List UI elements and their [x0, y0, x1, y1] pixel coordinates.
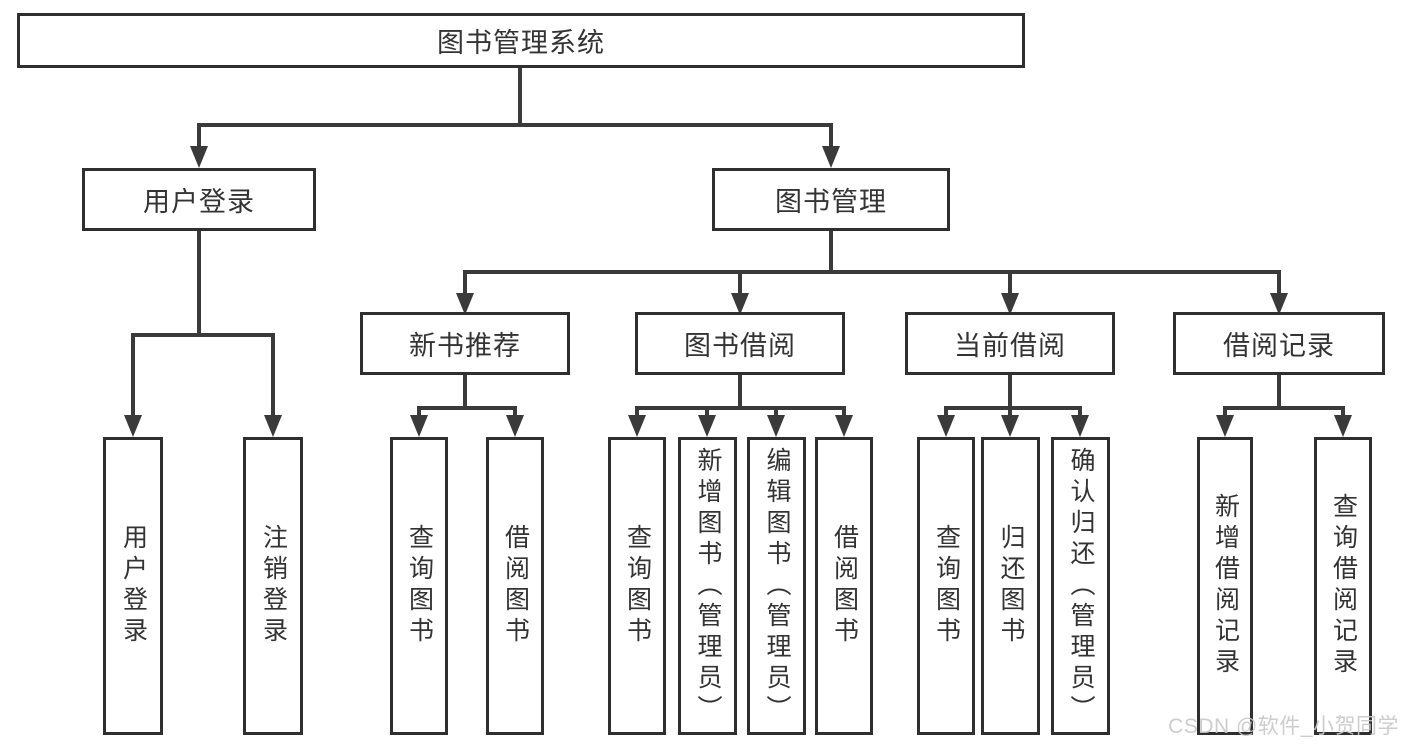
node-new-book-recommend: 新书推荐 — [360, 312, 570, 375]
connector-borrow-records-children — [1223, 375, 1345, 417]
node-root-system-label: 图书管理系统 — [437, 28, 605, 58]
arrowhead — [1071, 415, 1089, 437]
arrowhead — [767, 415, 785, 437]
leaf-add-book-admin: 新增图书（管理员） — [678, 437, 737, 735]
connector-user-login-children — [131, 231, 275, 417]
connector-current-borrowing-children — [944, 375, 1082, 417]
leaf-query-books-recommend-label: 查询图书 — [405, 524, 434, 648]
leaf-return-book-label: 归还图书 — [997, 524, 1025, 648]
node-book-borrowing-label: 图书借阅 — [684, 331, 796, 361]
leaf-query-borrow-record: 查询借阅记录 — [1314, 437, 1372, 735]
leaf-add-borrow-record-label: 新增借阅记录 — [1211, 493, 1240, 679]
arrowhead — [628, 415, 646, 437]
leaf-borrow-books-borrowing: 借阅图书 — [815, 437, 873, 735]
node-user-login-label: 用户登录 — [143, 187, 255, 217]
node-book-borrowing: 图书借阅 — [635, 312, 845, 375]
arrowhead — [937, 415, 955, 437]
node-book-management-label: 图书管理 — [775, 187, 887, 217]
connector-book-borrowing-children — [635, 375, 846, 417]
leaf-query-books-recommend: 查询图书 — [390, 437, 448, 735]
node-current-borrowing-label: 当前借阅 — [954, 331, 1066, 361]
leaf-return-book: 归还图书 — [981, 437, 1040, 735]
node-root-system: 图书管理系统 — [17, 13, 1025, 68]
arrowhead — [835, 415, 853, 437]
node-book-management: 图书管理 — [712, 168, 950, 231]
arrowhead — [264, 415, 282, 437]
leaf-edit-book-admin: 编辑图书（管理员） — [747, 437, 806, 735]
leaf-borrow-books-recommend-label: 借阅图书 — [501, 524, 530, 648]
arrowhead — [506, 415, 524, 437]
leaf-query-books-current-label: 查询图书 — [932, 524, 961, 648]
watermark: CSDN @软件_小贺同学 — [1168, 715, 1399, 738]
leaf-add-borrow-record: 新增借阅记录 — [1197, 437, 1253, 735]
connector-book-mgmt-children — [463, 231, 1281, 295]
connector-new-book-recommend-children — [417, 375, 517, 417]
connector-root-to-level2 — [197, 68, 833, 148]
leaf-confirm-return-admin: 确认归还（管理员） — [1051, 437, 1110, 735]
leaf-query-borrow-record-label: 查询借阅记录 — [1329, 493, 1358, 679]
leaf-logout-login: 注销登录 — [243, 437, 303, 735]
arrowhead — [1334, 415, 1352, 437]
node-borrow-records: 借阅记录 — [1173, 312, 1385, 375]
arrowhead — [410, 415, 428, 437]
leaf-borrow-books-borrowing-label: 借阅图书 — [830, 524, 859, 648]
leaf-user-login-label: 用户登录 — [119, 524, 148, 648]
leaf-user-login: 用户登录 — [103, 437, 163, 735]
leaf-confirm-return-admin-label: 确认归还（管理员） — [1067, 446, 1095, 726]
arrowhead — [1001, 415, 1019, 437]
leaf-query-books-borrowing-label: 查询图书 — [623, 524, 652, 648]
arrowhead — [124, 415, 142, 437]
arrowhead — [698, 415, 716, 437]
leaf-query-books-borrowing: 查询图书 — [608, 437, 666, 735]
arrowhead — [190, 146, 208, 168]
leaf-add-book-admin-label: 新增图书（管理员） — [694, 446, 722, 726]
node-new-book-recommend-label: 新书推荐 — [409, 331, 521, 361]
node-current-borrowing: 当前借阅 — [905, 312, 1115, 375]
leaf-query-books-current: 查询图书 — [917, 437, 975, 735]
arrowhead — [1216, 415, 1234, 437]
leaf-edit-book-admin-label: 编辑图书（管理员） — [763, 446, 791, 726]
leaf-logout-login-label: 注销登录 — [259, 524, 288, 648]
node-borrow-records-label: 借阅记录 — [1223, 331, 1335, 361]
node-user-login: 用户登录 — [82, 168, 316, 231]
arrowhead — [822, 146, 840, 168]
leaf-borrow-books-recommend: 借阅图书 — [486, 437, 544, 735]
